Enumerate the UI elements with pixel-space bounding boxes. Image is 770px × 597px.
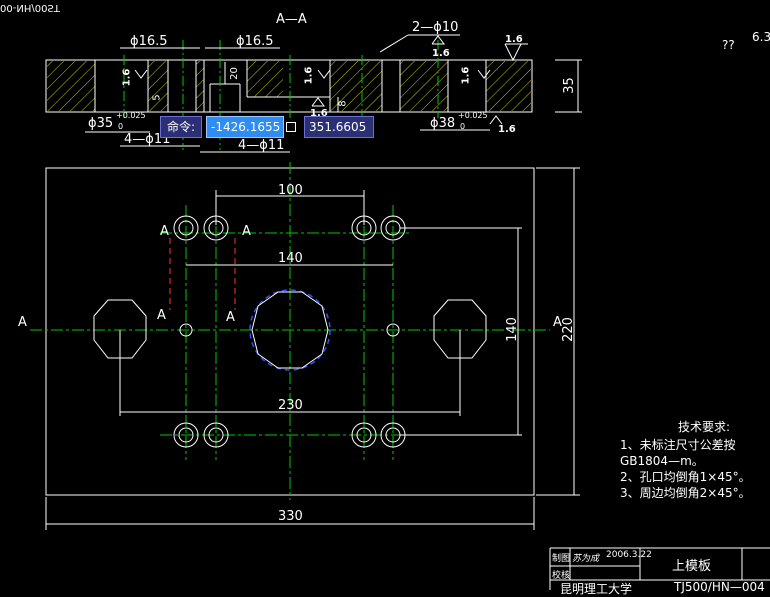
dim-phi16-5-right: ϕ16.5 [236,34,274,49]
dim-phi16-5-left: ϕ16.5 [130,34,168,49]
bolt-hole-tl1 [173,215,199,241]
hatch-right [486,61,531,111]
bolt-hole-bl1 [173,422,199,448]
section-outline [45,59,533,113]
hatch-a [148,61,168,111]
dim-35: 35 [561,77,577,94]
roughness-3: 1.6 [121,68,133,87]
roughness-6: 1.6 [498,124,516,135]
title-checked-label: 校核 [552,571,571,581]
dim-140-v: 140 [504,317,520,342]
bolt-hole-tr1 [351,215,377,241]
tech-req-title: 技术要求: [678,420,731,434]
right-octagon-hole [433,299,487,359]
dim-220: 220 [560,317,576,342]
dim-two-phi10: 2—ϕ10 [412,20,459,35]
bolt-hole-br1 [351,422,377,448]
roughness-1: 1.6 [505,34,523,45]
dim-phi35-tol-bot: 0 [118,122,124,131]
section-label: A—A [276,12,307,27]
hatch-b [196,61,204,111]
dim-four-phi11-a: 4—ϕ11 [124,132,171,147]
left-octagon-hole [93,299,147,359]
dim-four-phi11-b: 4—ϕ11 [238,138,285,153]
dim-phi38-tol-top: +0.025 [458,111,488,120]
dim-230: 230 [278,398,303,413]
hatch-left [47,61,95,111]
section-mark-top2: A [242,224,251,239]
section-mark-mid1: A [157,308,166,323]
dim-5: 5 [151,94,163,101]
bolt-hole-br2 [380,422,406,448]
title-block [549,547,770,590]
title-part-name: 上模板 [672,559,712,574]
title-date: 2006.3.22 [606,550,652,560]
title-drawn-label: 制图 [552,554,571,564]
central-hole [251,291,329,369]
plan-view [30,162,580,530]
cursor-pickbox-icon [286,122,297,132]
dim-phi35-tol-top: +0.025 [116,111,146,120]
dim-phi38-tol-bot: 0 [460,122,466,131]
dim-20: 20 [228,67,240,80]
roughness-7: 1.6 [310,108,328,119]
tech-req-line2: GB1804—m。 [620,454,704,468]
roughness-4: 1.6 [303,66,315,85]
bolt-hole-tl2 [203,215,229,241]
section-mark-top1: A [160,224,169,239]
hatch-d [330,61,382,111]
hatch-c [247,61,283,97]
dim-140-h: 140 [278,251,303,266]
dim-phi35: ϕ35 [88,116,114,131]
title-drawing-no: TJ500/HN—004 [674,580,765,594]
dim-100: 100 [278,183,303,198]
tech-req-line1: 1、未标注尺寸公差按 [620,438,736,452]
title-drawn-by: 苏为成 [572,554,600,564]
right-edge-fragment: 6.3 [752,30,770,44]
coordinate-x-input[interactable]: -1426.1655 [206,116,285,138]
tech-req-line4: 3、周边均倒角2×45°。 [620,486,751,500]
hatch-e [400,61,448,111]
roughness-2: 1.6 [432,48,450,59]
dynamic-input-tooltip[interactable]: 命令: -1426.1655 351.6605 [160,116,375,138]
dim-8: 8 [337,100,349,107]
roughness-5: 1.6 [460,66,472,85]
title-school: 昆明理工大学 [560,582,633,596]
tech-req-line3: 2、孔口均倒角1×45°。 [620,470,751,484]
central-arc-blue [249,289,331,371]
coordinate-y-input[interactable]: 351.6605 [304,116,375,138]
top-left-fragment: 00-NH/00ST [0,2,60,13]
section-mark-left: A [18,315,27,330]
section-mark-mid2: A [226,310,235,325]
dim-330: 330 [278,509,303,524]
section-view [45,34,582,153]
dim-phi38: ϕ38 [430,116,456,131]
command-prompt-label: 命令: [160,116,203,138]
section-mark-right: A [553,315,562,330]
unknown-marks: ?? [722,38,735,52]
bolt-hole-tr2 [380,215,406,241]
bolt-hole-bl2 [203,422,229,448]
